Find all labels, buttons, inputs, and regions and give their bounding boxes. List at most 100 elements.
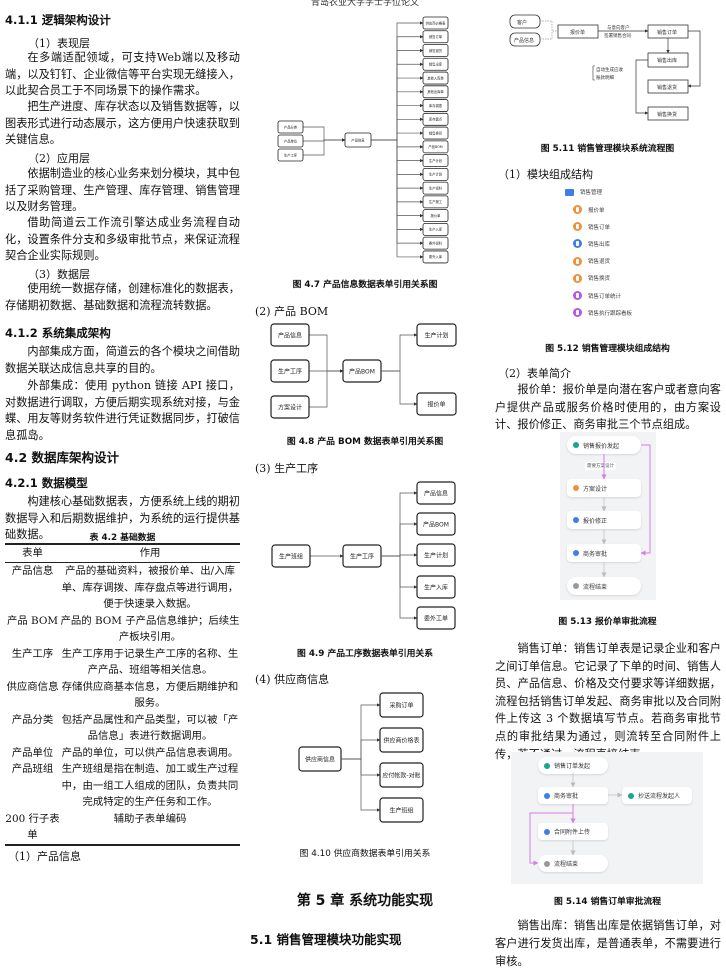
- target-node: 产品BOM: [416, 512, 456, 536]
- auto-label: 账款明细: [596, 74, 614, 81]
- subheading-application-layer: （2）应用层: [28, 152, 90, 165]
- paragraph: 依据制造业的核心业务来划分模块，其中包括了采购管理、生产管理、库存管理、销售管理…: [5, 167, 240, 213]
- center-node: 供应商信息: [298, 746, 342, 772]
- figure-caption-4-7: 图 4.7 产品信息数据表单引用关系图: [292, 280, 438, 290]
- module-item-label: 销售换货: [588, 276, 611, 283]
- form-icon: [573, 205, 582, 214]
- column-header: 作用: [60, 544, 240, 563]
- module-item-label: 销售执行跟踪看板: [588, 310, 633, 317]
- target-node: 委外领料: [422, 236, 449, 250]
- purpose-cell: 生产班组是指在制造、加工或生产过程中，由一组工人组成的团队，负责共同完成特定的生…: [61, 763, 239, 808]
- flow-node[interactable]: 销售报价发起: [567, 436, 641, 454]
- center-node: 产品信息: [344, 132, 372, 148]
- purpose-cell: 产品的基础资料，被报价单、出/入库单、库存调拨、库存盘点等进行调用，便于快速录入…: [61, 565, 239, 610]
- folder-label: 销售管理: [580, 190, 603, 196]
- module-item-label: 销售出库: [588, 241, 611, 248]
- module-item[interactable]: 销售换货: [573, 273, 611, 283]
- flow-node[interactable]: 抄送流程发起人: [622, 787, 692, 804]
- column-header: 表单: [5, 544, 60, 563]
- center-node-label: 产品BOM: [349, 367, 375, 375]
- target-node-label: 销售换货: [429, 130, 443, 135]
- module-item[interactable]: 销售出库: [573, 239, 611, 249]
- target-node-label: 销售订单: [429, 34, 443, 39]
- target-node: 生产领料: [422, 181, 449, 195]
- source-node: 方案设计: [270, 395, 310, 419]
- form-name-cell: 产品信息: [11, 565, 54, 577]
- flow-node[interactable]: 流程结束: [538, 855, 608, 872]
- subheading-supplier-info: (4) 供应商信息: [255, 673, 330, 686]
- module-item-label: 销售订单: [588, 224, 611, 231]
- form-icon: [573, 291, 582, 300]
- module-item[interactable]: 销售执行跟踪看板: [573, 308, 633, 318]
- node-icon: [544, 792, 550, 799]
- node-icon: [573, 583, 579, 589]
- outbound-label: 销售出库: [657, 57, 677, 64]
- module-item[interactable]: 销售订单统计: [573, 291, 621, 300]
- flow-node[interactable]: 报价修正: [567, 511, 641, 529]
- subheading-form-intro: （2）表单简介: [498, 367, 571, 380]
- module-item[interactable]: 报价单: [573, 205, 605, 214]
- target-node-label: 产品BOM: [423, 520, 449, 528]
- outbound-box: 销售出库: [647, 52, 689, 68]
- condition-label: 需要方案设计: [585, 462, 616, 470]
- module-folder[interactable]: 销售管理: [565, 188, 602, 196]
- subheading-module-structure: （1）模块组成结构: [498, 168, 593, 181]
- target-node-label: 其他入库单: [427, 75, 444, 80]
- flow-node[interactable]: 流程结束: [567, 577, 641, 595]
- form-name-cell: 产品单位: [11, 746, 54, 759]
- source-node: 产品信息: [270, 323, 310, 347]
- order-label: 销售订单: [657, 29, 677, 36]
- target-node-label: 产品BOM: [428, 144, 442, 149]
- order-box: 销售订单: [647, 24, 689, 39]
- quote-box: 报价单: [557, 24, 599, 39]
- table-row: 产品信息产品的基础资料，被报价单、出/入库单、库存调拨、库存盘点等进行调用，便于…: [5, 563, 240, 613]
- form-name-cell: 产品班组: [11, 763, 54, 775]
- section-heading-4-1-2: 4.1.2 系统集成架构: [5, 326, 111, 340]
- source-node-label: 生产工序: [284, 152, 298, 157]
- module-item[interactable]: 销售订单: [573, 222, 611, 232]
- target-node: 供应商价格表: [379, 727, 424, 753]
- target-node-label: 采购订单: [389, 701, 413, 709]
- customer-cylinder: 客户: [509, 14, 541, 29]
- target-node-label: 供应商价格表: [383, 736, 419, 744]
- figure-caption-5-11: 图 5.11 销售管理模块系统流程图: [540, 144, 675, 154]
- product-label: 产品信息: [514, 37, 534, 44]
- paragraph: 外部集成：使用 python 链接 API 接口，对数据进行调取，方便后期实现系…: [5, 379, 240, 442]
- node-label: 商务审批: [554, 793, 579, 800]
- form-name-cell: 供应商信息: [6, 680, 59, 693]
- center-node-label: 供应商信息: [305, 755, 335, 763]
- source-node: 产品单位: [277, 134, 304, 148]
- subheading-data-layer: （3）数据层: [28, 268, 90, 281]
- target-node: 采购订单: [379, 692, 424, 718]
- table-row: 供应商信息存储供应商基本信息，方便后期维护和服务。: [5, 679, 240, 712]
- form-icon: [573, 222, 582, 232]
- target-node-label: 委外工单: [424, 614, 448, 622]
- chapter-title: 第 5 章 系统功能实现: [296, 893, 434, 909]
- product-cylinder: 产品信息: [509, 32, 541, 47]
- exchange-box: 销售换货: [647, 106, 689, 121]
- target-node-label: 生产班组: [389, 806, 413, 814]
- target-node-label: 生产计划: [424, 331, 448, 339]
- flow-node[interactable]: 方案设计: [567, 479, 641, 497]
- target-node: 其他入库单: [422, 71, 449, 85]
- module-item[interactable]: 销售退货: [573, 256, 610, 266]
- target-node: 生产入库: [422, 222, 449, 236]
- flow-node[interactable]: 销售订单发起: [538, 757, 608, 774]
- subheading-production-process: (3) 生产工序: [255, 462, 319, 475]
- purpose-cell: 包括产品属性和产品类型，可以被「产品信息」表进行数据调用。: [61, 713, 239, 743]
- form-name-cell: 生产工序: [11, 647, 54, 660]
- paragraph: 借助简道云工作流引擎达成业务流程自动化，设置条件分支和多级审批节点，来保证流程契…: [5, 216, 240, 262]
- table-caption: 表 4.2 基础数据: [89, 533, 156, 543]
- target-node: 报价单: [416, 392, 457, 416]
- subheading-product-bom: (2) 产品 BOM: [255, 305, 329, 318]
- flow-node[interactable]: 商务审批: [538, 787, 608, 804]
- form-name-cell: 200 行子表单: [5, 812, 60, 842]
- target-node: 报价单: [422, 209, 449, 223]
- node-icon: [573, 485, 579, 491]
- target-node-label: 生产领料: [429, 185, 443, 190]
- flow-node[interactable]: 商务审批: [567, 544, 641, 562]
- flow-node[interactable]: 合同附件上传: [538, 823, 608, 840]
- target-node: 供应商价格表: [422, 16, 449, 30]
- subheading-presentation-layer: （1）表现层: [28, 37, 90, 50]
